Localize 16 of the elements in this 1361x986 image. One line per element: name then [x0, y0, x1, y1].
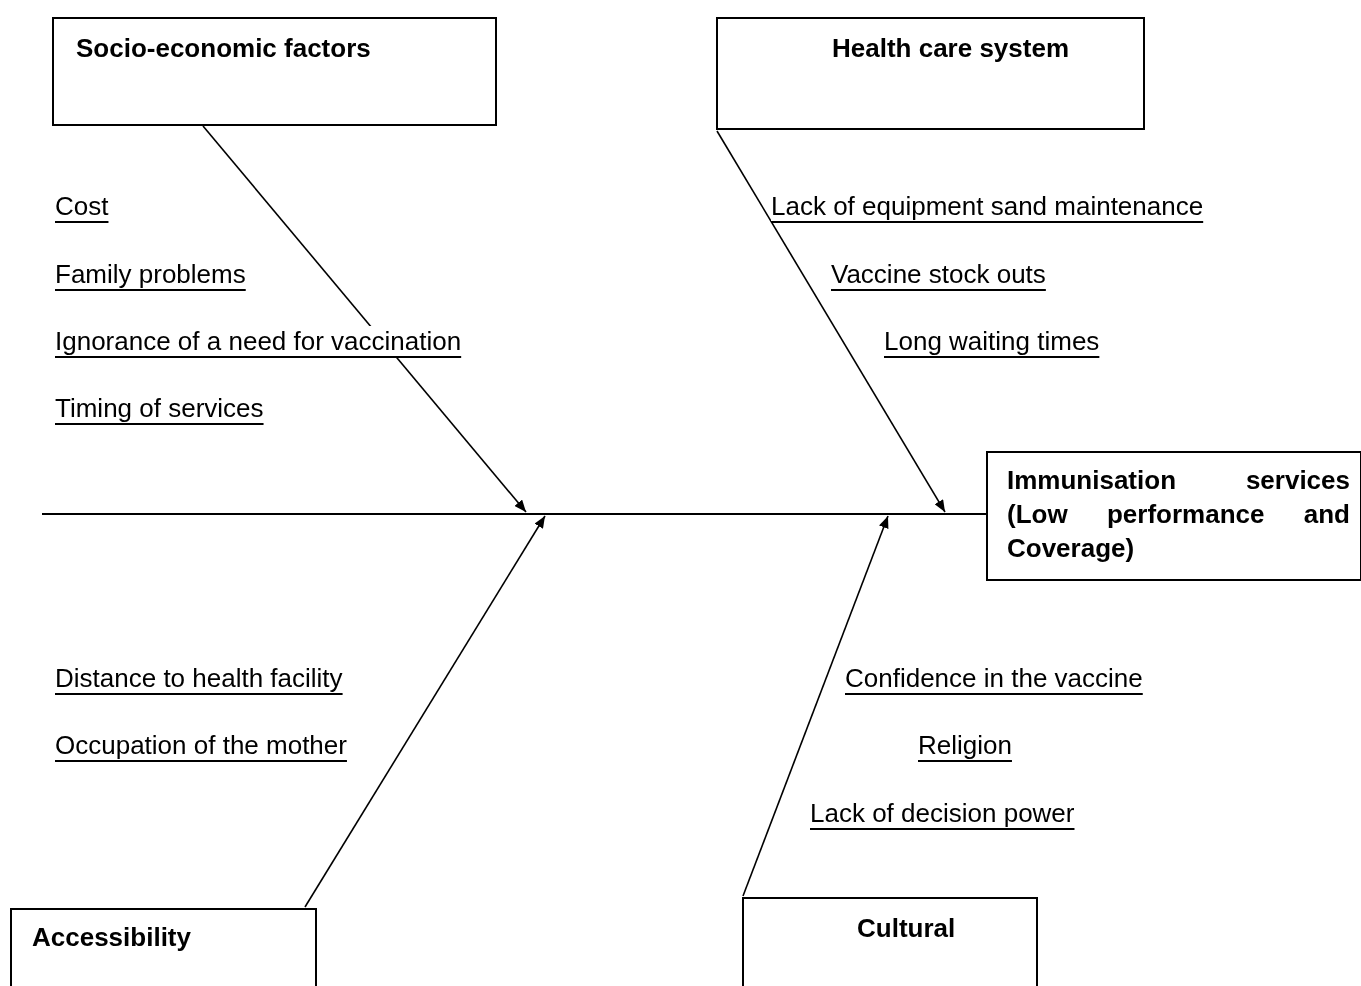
- category-title: Socio-economic factors: [76, 32, 372, 65]
- category-box: [10, 908, 317, 986]
- category-title: Cultural: [857, 912, 957, 945]
- category-box: [742, 897, 1038, 986]
- category-box: [52, 17, 497, 126]
- arrow: [202, 125, 527, 513]
- category-box: [716, 17, 1145, 130]
- arrow: [304, 515, 546, 908]
- cause-label: Ignorance of a need for vaccination: [55, 326, 462, 356]
- category-box: [986, 451, 1361, 581]
- spine-line: [42, 513, 986, 515]
- category-title: Immunisation services (Low performance and Coverage): [1007, 464, 1350, 565]
- arrow: [716, 130, 946, 513]
- category-title: Accessibility: [32, 921, 192, 954]
- arrow: [742, 515, 889, 897]
- category-title: Health care system: [832, 32, 1071, 65]
